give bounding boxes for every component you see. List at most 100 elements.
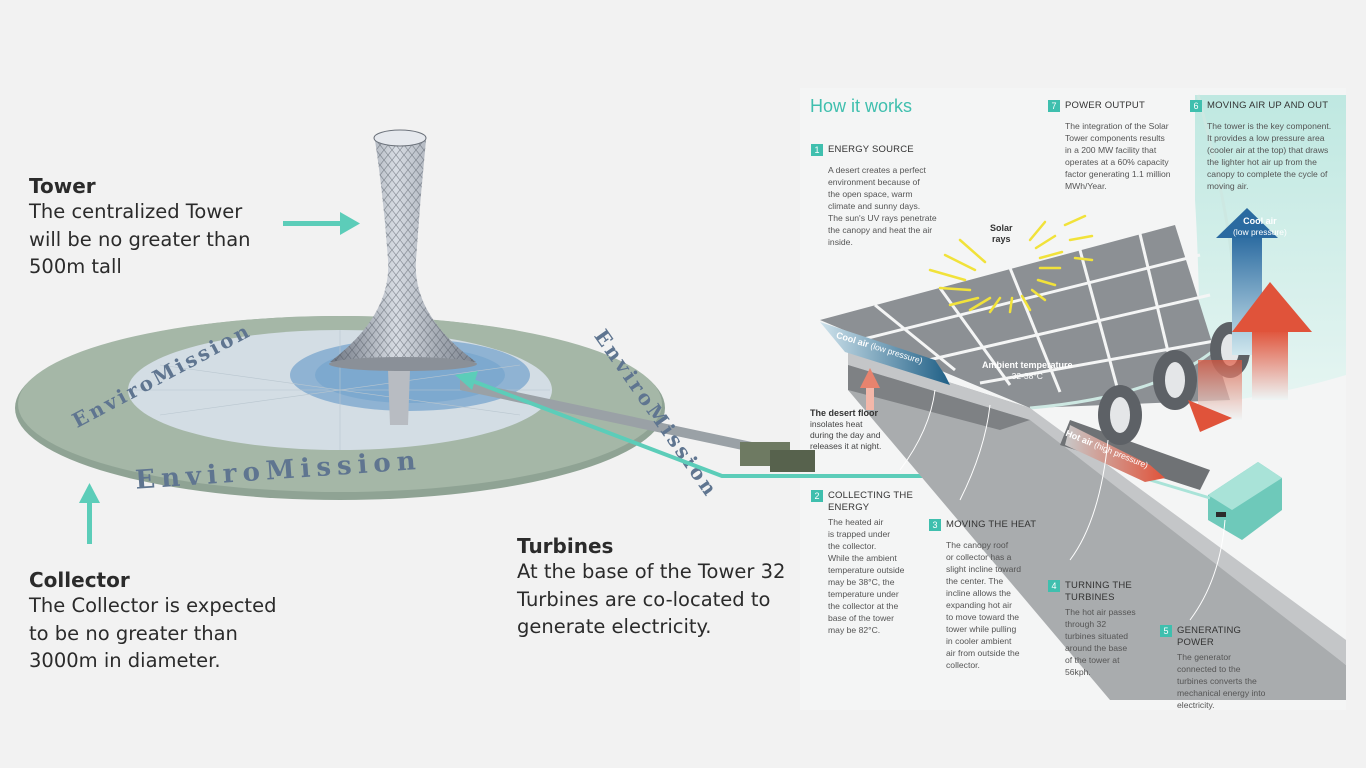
tower-callout: Tower The centralized Tower will be no g… [29, 174, 251, 281]
turbines-callout: Turbines At the base of the Tower 32 Tur… [517, 534, 785, 641]
cool-air-up-arrow [1216, 208, 1278, 355]
step-line: collector. [946, 660, 980, 670]
step-line: tower while pulling [946, 624, 1017, 634]
step-line: the center. The [946, 576, 1004, 586]
tower-callout-text: The centralized Tower will be no greater… [29, 198, 251, 281]
step-line: connected to the [1177, 664, 1241, 674]
step-line: 56kph. [1065, 667, 1091, 677]
cool-air-top-label: Cool air (low pressure) [1233, 216, 1287, 238]
step-line: The heated air [828, 517, 884, 527]
step-title: MOVING THE HEAT [946, 519, 1037, 530]
step-line: turbines situated [1065, 631, 1129, 641]
step-line: environment because of [828, 177, 920, 187]
tower-illustration [329, 129, 477, 371]
step-line: MWh/Year. [1065, 181, 1107, 191]
ambient-temperature-label: Ambient temperature 32-38°C [982, 360, 1073, 382]
hot-air-up-arrow [1198, 282, 1312, 420]
step-line: temperature under [828, 589, 899, 599]
step-title-line: TURBINES [1065, 592, 1115, 603]
turbines-callout-text: At the base of the Tower 32 Turbines are… [517, 558, 785, 641]
step-line: The integration of the Solar [1065, 121, 1169, 131]
step-description: The heated air is trapped under the coll… [828, 516, 913, 636]
step-line: may be 82°C. [828, 625, 881, 635]
step-line: the collector at the [828, 601, 899, 611]
collector-callout-text: The Collector is expected to be no great… [29, 592, 276, 675]
heat-rise-arrow [860, 368, 880, 410]
step-line: in cooler ambient [946, 636, 1012, 646]
step-description: The canopy roof or collector has a sligh… [946, 539, 1036, 671]
step-line: electricity. [1177, 700, 1215, 710]
step-line: climate and sunny days. [828, 201, 921, 211]
step-description: The integration of the Solar Tower compo… [1065, 120, 1171, 192]
tower-callout-line: will be no greater than [29, 227, 251, 251]
ambient-temperature-title: Ambient temperature [982, 360, 1073, 370]
desert-floor-title: The desert floor [810, 408, 879, 418]
cool-air-top-title: Cool air [1243, 216, 1277, 226]
step-line: turbines converts the [1177, 676, 1257, 686]
desert-floor-line: during the day and [810, 430, 881, 440]
step-line: (cooler air at the top) that draws [1207, 145, 1329, 155]
step-number: 7 [1048, 100, 1060, 112]
step-line: The canopy roof [946, 540, 1009, 550]
hot-air-flow-arrow [1065, 400, 1232, 482]
step-line: air from outside the [946, 648, 1020, 658]
turbines-callout-line: Turbines are co-located to [517, 587, 771, 611]
step-line: It provides a low pressure area [1207, 133, 1325, 143]
step-line: of the tower at [1065, 655, 1120, 665]
tower-arrow [283, 212, 360, 235]
step-line: in a 200 MW facility that [1065, 145, 1157, 155]
step-line: A desert creates a perfect [828, 165, 926, 175]
step-line: the canopy and heat the air [828, 225, 933, 235]
step-line: the collector. [828, 541, 877, 551]
tower-callout-line: The centralized Tower [29, 200, 243, 223]
leader-lines [899, 389, 1226, 621]
solar-rays-label-line: Solar [990, 223, 1013, 233]
step-line: mechanical energy into [1177, 688, 1266, 698]
step-description: The hot air passes through 32 turbines s… [1065, 606, 1136, 678]
step-line: base of the tower [828, 613, 894, 623]
step-number: 4 [1048, 580, 1060, 592]
turbines-callout-line: At the base of the Tower 32 [517, 560, 786, 583]
step-line: The tower is the key component. [1207, 121, 1332, 131]
desert-floor-label: The desert floor insolates heat during t… [810, 408, 881, 452]
collector-arrow [79, 483, 100, 544]
step-line: temperature outside [828, 565, 905, 575]
step-title-line: GENERATING [1177, 625, 1242, 636]
step-title-line: COLLECTING THE [828, 490, 913, 501]
step-line: the open space, warm [828, 189, 913, 199]
step-line: moving air. [1207, 181, 1249, 191]
step-description: The tower is the key component. It provi… [1207, 120, 1331, 192]
step-number: 2 [811, 490, 823, 502]
desert-floor-line: insolates heat [810, 419, 863, 429]
step-line: may be 38°C, the [828, 577, 895, 587]
step-description: The generator connected to the turbines … [1177, 651, 1265, 711]
ambient-temperature-value: 32-38°C [1011, 371, 1043, 381]
step-line: or collector has a [946, 552, 1012, 562]
step-line: factor generating 1.1 million [1065, 169, 1171, 179]
step-number: 6 [1190, 100, 1202, 112]
cool-air-inflow-arrow [820, 322, 950, 385]
solar-rays-illustration [928, 214, 1094, 314]
step-line: through 32 [1065, 619, 1107, 629]
step-line: The sun's UV rays penetrate [828, 213, 937, 223]
step-title: ENERGY SOURCE [828, 144, 914, 155]
step-line: operates at a 60% capacity [1065, 157, 1169, 167]
tower-callout-title: Tower [29, 174, 96, 198]
step-line: slight incline toward [946, 564, 1021, 574]
step-line: the lighter hot air up from the [1207, 157, 1317, 167]
step-title-line: TURNING THE [1065, 580, 1132, 591]
step-description: A desert creates a perfect environment b… [828, 164, 937, 248]
tower-callout-line: 500m tall [29, 255, 122, 278]
step-line: expanding hot air [946, 600, 1012, 610]
step-line: is trapped under [828, 529, 891, 539]
how-it-works-title: How it works [810, 96, 913, 116]
